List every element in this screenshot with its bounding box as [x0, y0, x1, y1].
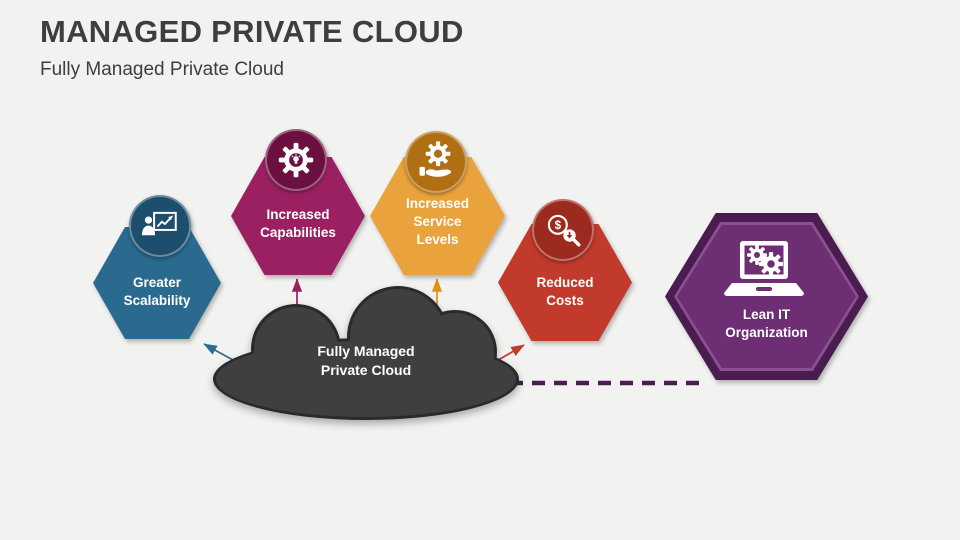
- reduced-costs-badge: $: [532, 199, 594, 261]
- slide-header: MANAGED PRIVATE CLOUD Fully Managed Priv…: [40, 14, 464, 81]
- cloud-fill: [216, 289, 516, 417]
- cloud-shape: [213, 286, 519, 420]
- cloud-label-line1: Fully Managed: [317, 343, 415, 359]
- page-title: MANAGED PRIVATE CLOUD: [40, 14, 464, 49]
- service-levels-badge: [405, 131, 467, 193]
- laptop-gears-icon: [724, 241, 804, 296]
- cloud-label: Fully Managed Private Cloud: [266, 342, 466, 380]
- gear-hand-icon: [419, 141, 452, 177]
- hexagon-label: Lean IT Organization: [725, 307, 808, 340]
- hexagon-increased-service-levels: Increased Service Levels: [370, 131, 505, 275]
- scalability-badge: [129, 195, 191, 257]
- page-subtitle: Fully Managed Private Cloud: [40, 59, 284, 80]
- hexagon-label: Reduced Costs: [536, 275, 594, 308]
- dollar-glyph: $: [555, 219, 562, 232]
- hexagon-label: Greater Scalability: [123, 275, 191, 308]
- presenter-chart-icon: [141, 211, 177, 236]
- hexagon-increased-capabilities: Increased Capabilities: [231, 129, 365, 275]
- gear-lightbulb-icon: [278, 142, 314, 178]
- hexagon-label: Increased Capabilities: [260, 207, 336, 240]
- cloud-label-line2: Private Cloud: [320, 362, 412, 378]
- capabilities-badge: [265, 129, 327, 191]
- hexagon-reduced-costs: Reduced Costs $: [498, 199, 632, 341]
- hexagon-lean-it-organization: Lean IT Organization: [665, 213, 868, 380]
- dollar-magnifier-icon: $: [547, 214, 581, 247]
- hexagon-label: Increased Service Levels: [405, 196, 470, 247]
- hexagon-greater-scalability: Greater Scalability: [93, 195, 221, 339]
